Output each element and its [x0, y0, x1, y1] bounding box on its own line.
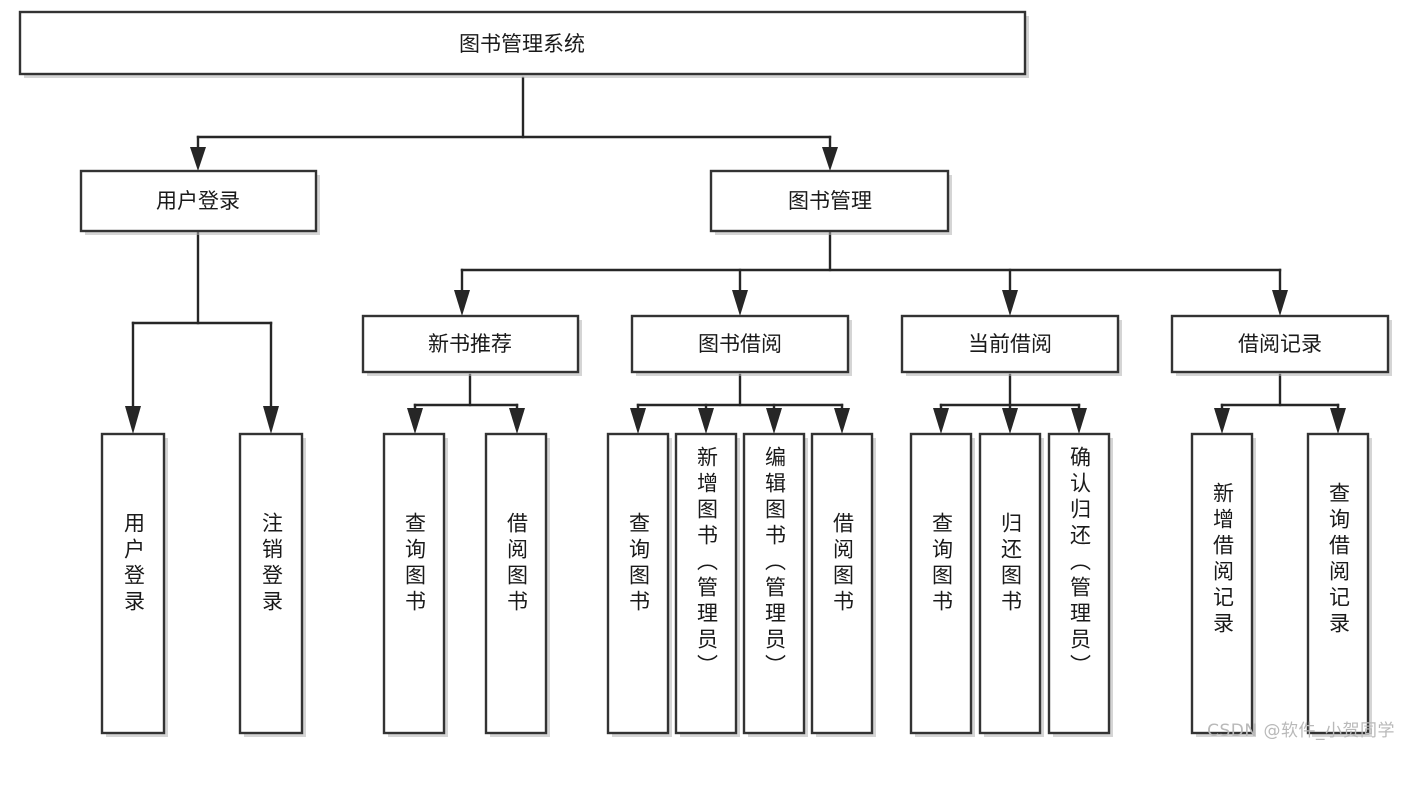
arrowhead-user-login [190, 147, 206, 171]
node-user-login-box[interactable] [79, 169, 318, 233]
node-root-box[interactable] [18, 10, 1027, 76]
leaf-box-br-add-record[interactable] [1190, 432, 1254, 735]
node-current-borrow-label: 当前借阅 [968, 332, 1052, 356]
leaf-box-cb-confirm-return[interactable] [1047, 432, 1111, 735]
arrowhead-br-add-record [1214, 408, 1230, 434]
nodes: 图书管理系统 用户登录 图书管理 新书推荐 图书借阅 当前借阅 借阅记录 [18, 10, 1392, 737]
connectors [125, 76, 1346, 434]
leaf-box-nb-borrow-book[interactable] [484, 432, 548, 735]
arrowhead-borrow-record [1272, 290, 1288, 316]
node-book-mgmt-label: 图书管理 [788, 189, 872, 213]
arrowhead-leaf-user-login [125, 406, 141, 434]
leaf-box-cb-return-book[interactable] [978, 432, 1042, 735]
node-book-borrow-box[interactable] [630, 314, 850, 374]
arrowhead-cb-query-book [933, 408, 949, 434]
arrowhead-new-book [454, 290, 470, 316]
leaf-box-bb-add-book[interactable] [674, 432, 738, 735]
leaf-box-bb-query-book[interactable] [606, 432, 670, 735]
arrowhead-leaf-logout [263, 406, 279, 434]
node-borrow-record-label: 借阅记录 [1238, 332, 1322, 356]
node-user-login-label: 用户登录 [156, 189, 240, 213]
arrowhead-cb-return-book [1002, 408, 1018, 434]
flowchart-svg: 图书管理系统 用户登录 图书管理 新书推荐 图书借阅 当前借阅 借阅记录 [18, 10, 1392, 737]
arrowhead-book-borrow [732, 290, 748, 316]
arrowhead-nb-borrow-book [509, 408, 525, 434]
arrowhead-book-mgmt [822, 147, 838, 171]
leaf-box-br-query-record[interactable] [1306, 432, 1370, 735]
flowchart-canvas: 图书管理系统 用户登录 图书管理 新书推荐 图书借阅 当前借阅 借阅记录 [18, 10, 1395, 741]
node-current-borrow-box[interactable] [900, 314, 1120, 374]
arrowhead-bb-query-book [630, 408, 646, 434]
arrowhead-bb-edit-book [766, 408, 782, 434]
node-new-book-box[interactable] [361, 314, 580, 374]
arrowhead-cb-confirm-return [1071, 408, 1087, 434]
leaf-box-user-login[interactable] [100, 432, 166, 735]
arrowhead-bb-borrow-book [834, 408, 850, 434]
leaf-box-cb-query-book[interactable] [909, 432, 973, 735]
node-new-book-label: 新书推荐 [428, 332, 512, 356]
arrowhead-bb-add-book [698, 408, 714, 434]
node-root-label: 图书管理系统 [459, 32, 585, 56]
node-borrow-record-box[interactable] [1170, 314, 1390, 374]
leaf-box-bb-edit-book[interactable] [742, 432, 806, 735]
arrowhead-current-borrow [1002, 290, 1018, 316]
leaf-box-bb-borrow-book[interactable] [810, 432, 874, 735]
leaf-box-logout[interactable] [238, 432, 304, 735]
arrowhead-nb-query-book [407, 408, 423, 434]
node-book-borrow-label: 图书借阅 [698, 332, 782, 356]
arrowhead-br-query-record [1330, 408, 1346, 434]
leaf-box-nb-query-book[interactable] [382, 432, 446, 735]
node-book-mgmt-box[interactable] [709, 169, 950, 233]
